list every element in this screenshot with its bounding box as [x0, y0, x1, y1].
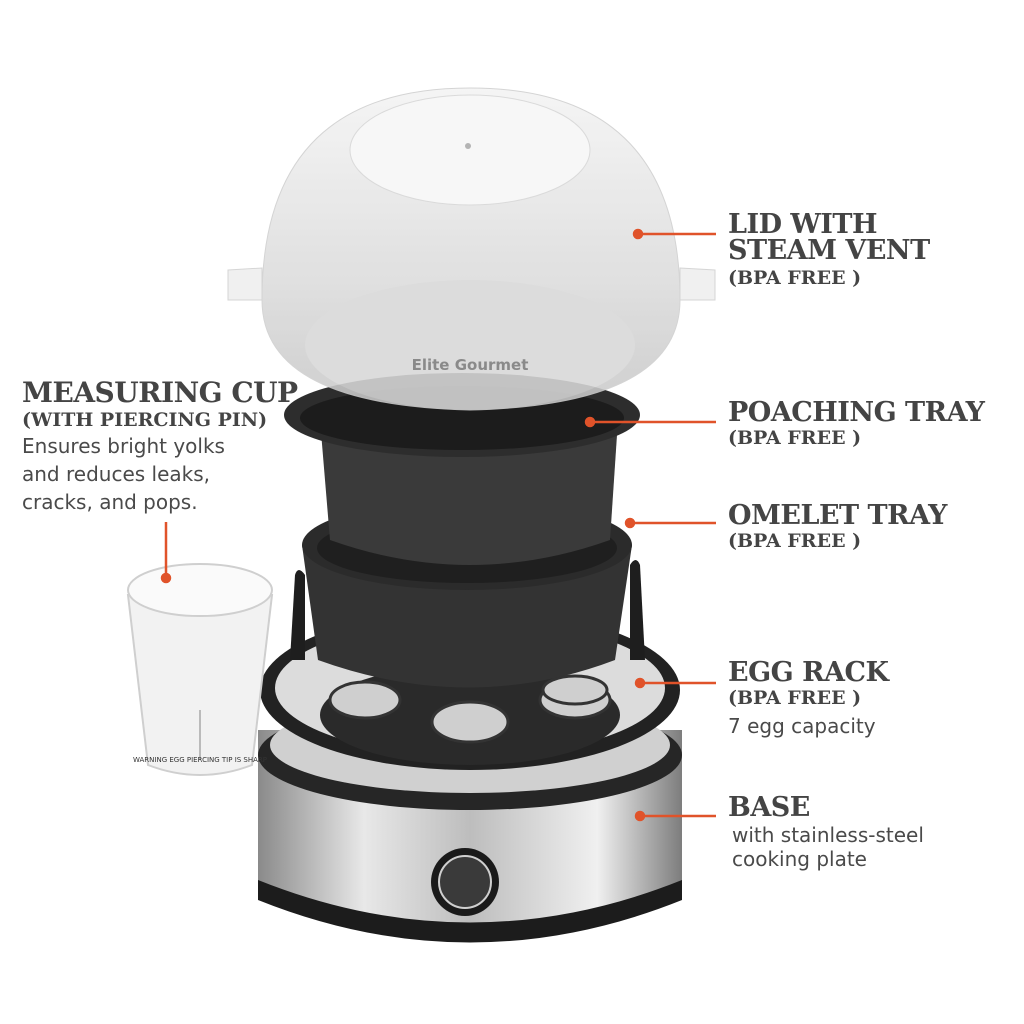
- callout-title: EGG RACK: [728, 657, 889, 688]
- callout-lines: [160, 228, 716, 822]
- callout-title: BASE: [728, 792, 810, 823]
- callout-description: with stainless-steel: [732, 823, 924, 847]
- cup-warning: WARNING EGG PIERCING TIP IS SHARP: [133, 756, 267, 764]
- callout-subtitle: (BPA FREE ): [728, 267, 862, 289]
- callout-title: LID WITH: [728, 209, 877, 240]
- callout-title: MEASURING CUP: [22, 376, 298, 409]
- measuring-cup: WARNING EGG PIERCING TIP IS SHARP: [126, 563, 274, 776]
- callout-lid: LID WITH STEAM VENT (BPA FREE ): [728, 209, 930, 290]
- callout-description: and reduces leaks,: [22, 462, 210, 486]
- callout-egg-rack: EGG RACK (BPA FREE ) 7 egg capacity: [728, 657, 889, 740]
- callout-subtitle: (WITH PIERCING PIN): [22, 409, 268, 431]
- lid: [227, 87, 716, 411]
- callout-description: cooking plate: [732, 847, 867, 871]
- callout-subtitle: (BPA FREE ): [728, 530, 862, 552]
- callout-measuring-cup: MEASURING CUP (WITH PIERCING PIN) Ensure…: [22, 378, 298, 516]
- callout-base: BASE with stainless-steel cooking plate: [728, 792, 924, 873]
- callout-description: 7 egg capacity: [728, 714, 876, 738]
- callout-omelet-tray: OMELET TRAY (BPA FREE ): [728, 500, 947, 553]
- callout-description: cracks, and pops.: [22, 490, 198, 514]
- callout-subtitle: (BPA FREE ): [728, 687, 862, 709]
- callout-poaching-tray: POACHING TRAY (BPA FREE ): [728, 397, 985, 450]
- brand-logo: Elite Gourmet: [412, 356, 529, 374]
- callout-title: STEAM VENT: [728, 235, 930, 266]
- callout-description: Ensures bright yolks: [22, 434, 225, 458]
- callout-subtitle: (BPA FREE ): [728, 427, 862, 449]
- callout-title: POACHING TRAY: [728, 397, 985, 428]
- callout-title: OMELET TRAY: [728, 500, 947, 531]
